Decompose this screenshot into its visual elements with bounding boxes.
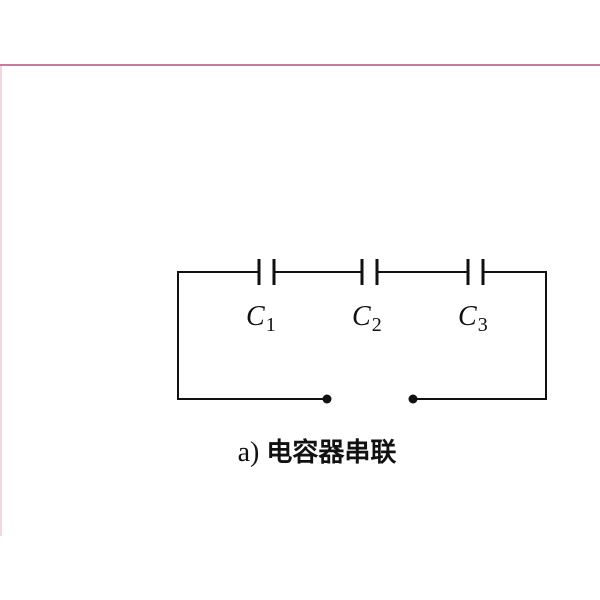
- caption-text: 电容器串联: [266, 438, 397, 468]
- wire-right: [412, 271, 547, 400]
- left-rule: [0, 66, 2, 536]
- terminal-left-dot: [322, 394, 332, 404]
- terminal-right-dot: [408, 394, 418, 404]
- wire-left: [177, 271, 328, 400]
- capacitor-label-c2: C2: [352, 301, 382, 336]
- figure-caption: a) 电容器串联: [0, 432, 600, 469]
- top-rule: [0, 64, 600, 66]
- caption-prefix: a): [237, 437, 260, 468]
- capacitor-label-c1: C1: [246, 301, 276, 336]
- capacitor-label-c3: C3: [458, 301, 488, 336]
